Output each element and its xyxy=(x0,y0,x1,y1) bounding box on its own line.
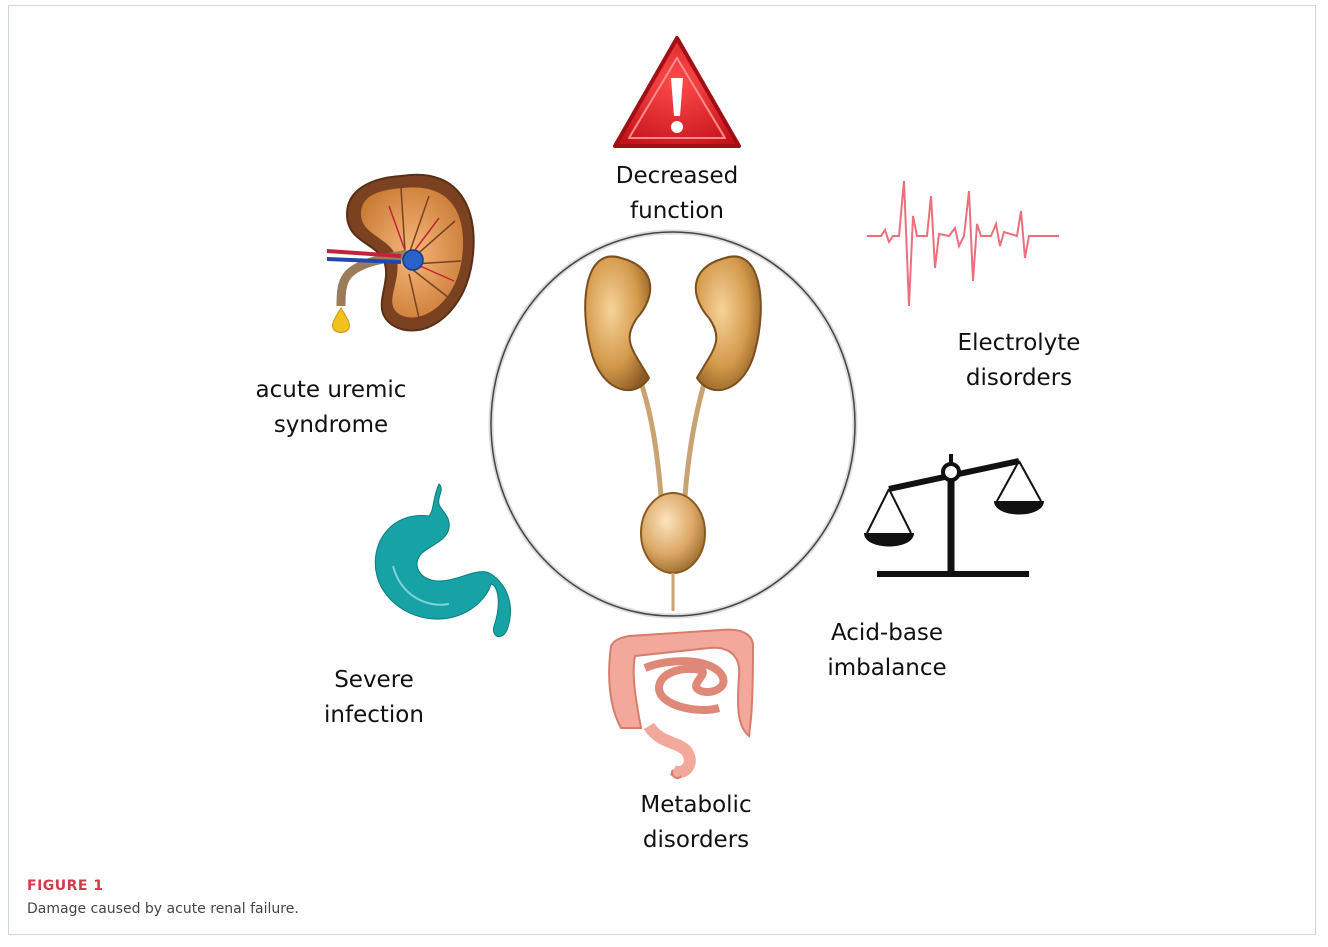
label-decreased-function: Decreased function xyxy=(607,159,747,229)
figure-frame: Decreased function Electrolyte disorders… xyxy=(8,5,1316,935)
warning-triangle-icon xyxy=(615,38,739,146)
balance-scale-icon xyxy=(864,454,1044,574)
intestines-icon xyxy=(609,630,753,779)
figure-label: FIGURE 1 xyxy=(27,878,104,894)
kidney-cross-section-icon xyxy=(327,175,474,333)
label-severe-infection: Severe infection xyxy=(309,663,439,733)
label-electrolyte-disorders: Electrolyte disorders xyxy=(939,326,1099,396)
stomach-icon xyxy=(375,484,510,637)
figure-caption: Damage caused by acute renal failure. xyxy=(27,901,299,917)
ecg-waveform-icon xyxy=(867,181,1059,306)
label-metabolic-disorders: Metabolic disorders xyxy=(621,788,771,858)
label-acute-uremic-syndrome: acute uremic syndrome xyxy=(241,373,421,443)
kidneys-bladder-icon xyxy=(491,232,855,616)
label-acid-base-imbalance: Acid-base imbalance xyxy=(817,616,957,686)
